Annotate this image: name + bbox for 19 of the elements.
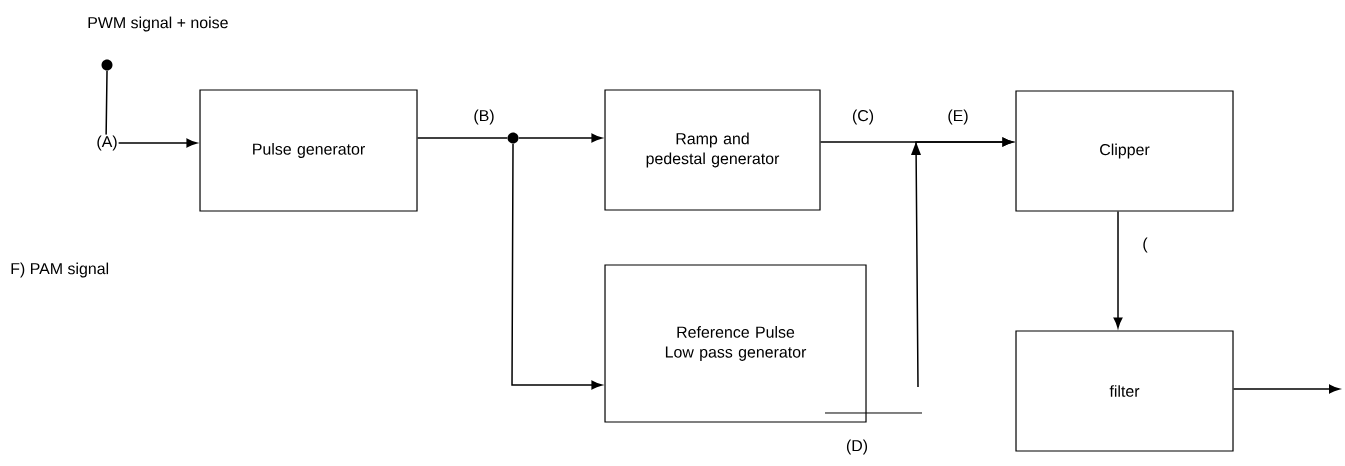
block-box: filter — [1015, 330, 1234, 452]
signal-label: F) PAM signal — [11, 262, 109, 278]
block-box: Ramp and pedestal generator — [604, 89, 821, 211]
edge-label: (B) — [472, 108, 496, 126]
signal-label: (E) — [948, 109, 968, 125]
arrow — [105, 69, 198, 148]
arrow — [911, 137, 1014, 388]
edge-label: (A) — [95, 134, 119, 152]
edge-label: ( — [1141, 236, 1149, 254]
arrow — [517, 133, 603, 143]
arrow — [1232, 384, 1340, 394]
arrow — [511, 142, 603, 390]
signal-label: (D) — [846, 439, 868, 455]
block-box: Reference Pulse Low pass generator — [604, 264, 867, 423]
block-box: Clipper — [1015, 90, 1234, 212]
signal-label: PWM signal + noise — [88, 16, 228, 32]
block-box: Pulse generator — [199, 89, 418, 212]
edge-label: (C) — [850, 108, 876, 126]
arrow — [1113, 210, 1123, 329]
